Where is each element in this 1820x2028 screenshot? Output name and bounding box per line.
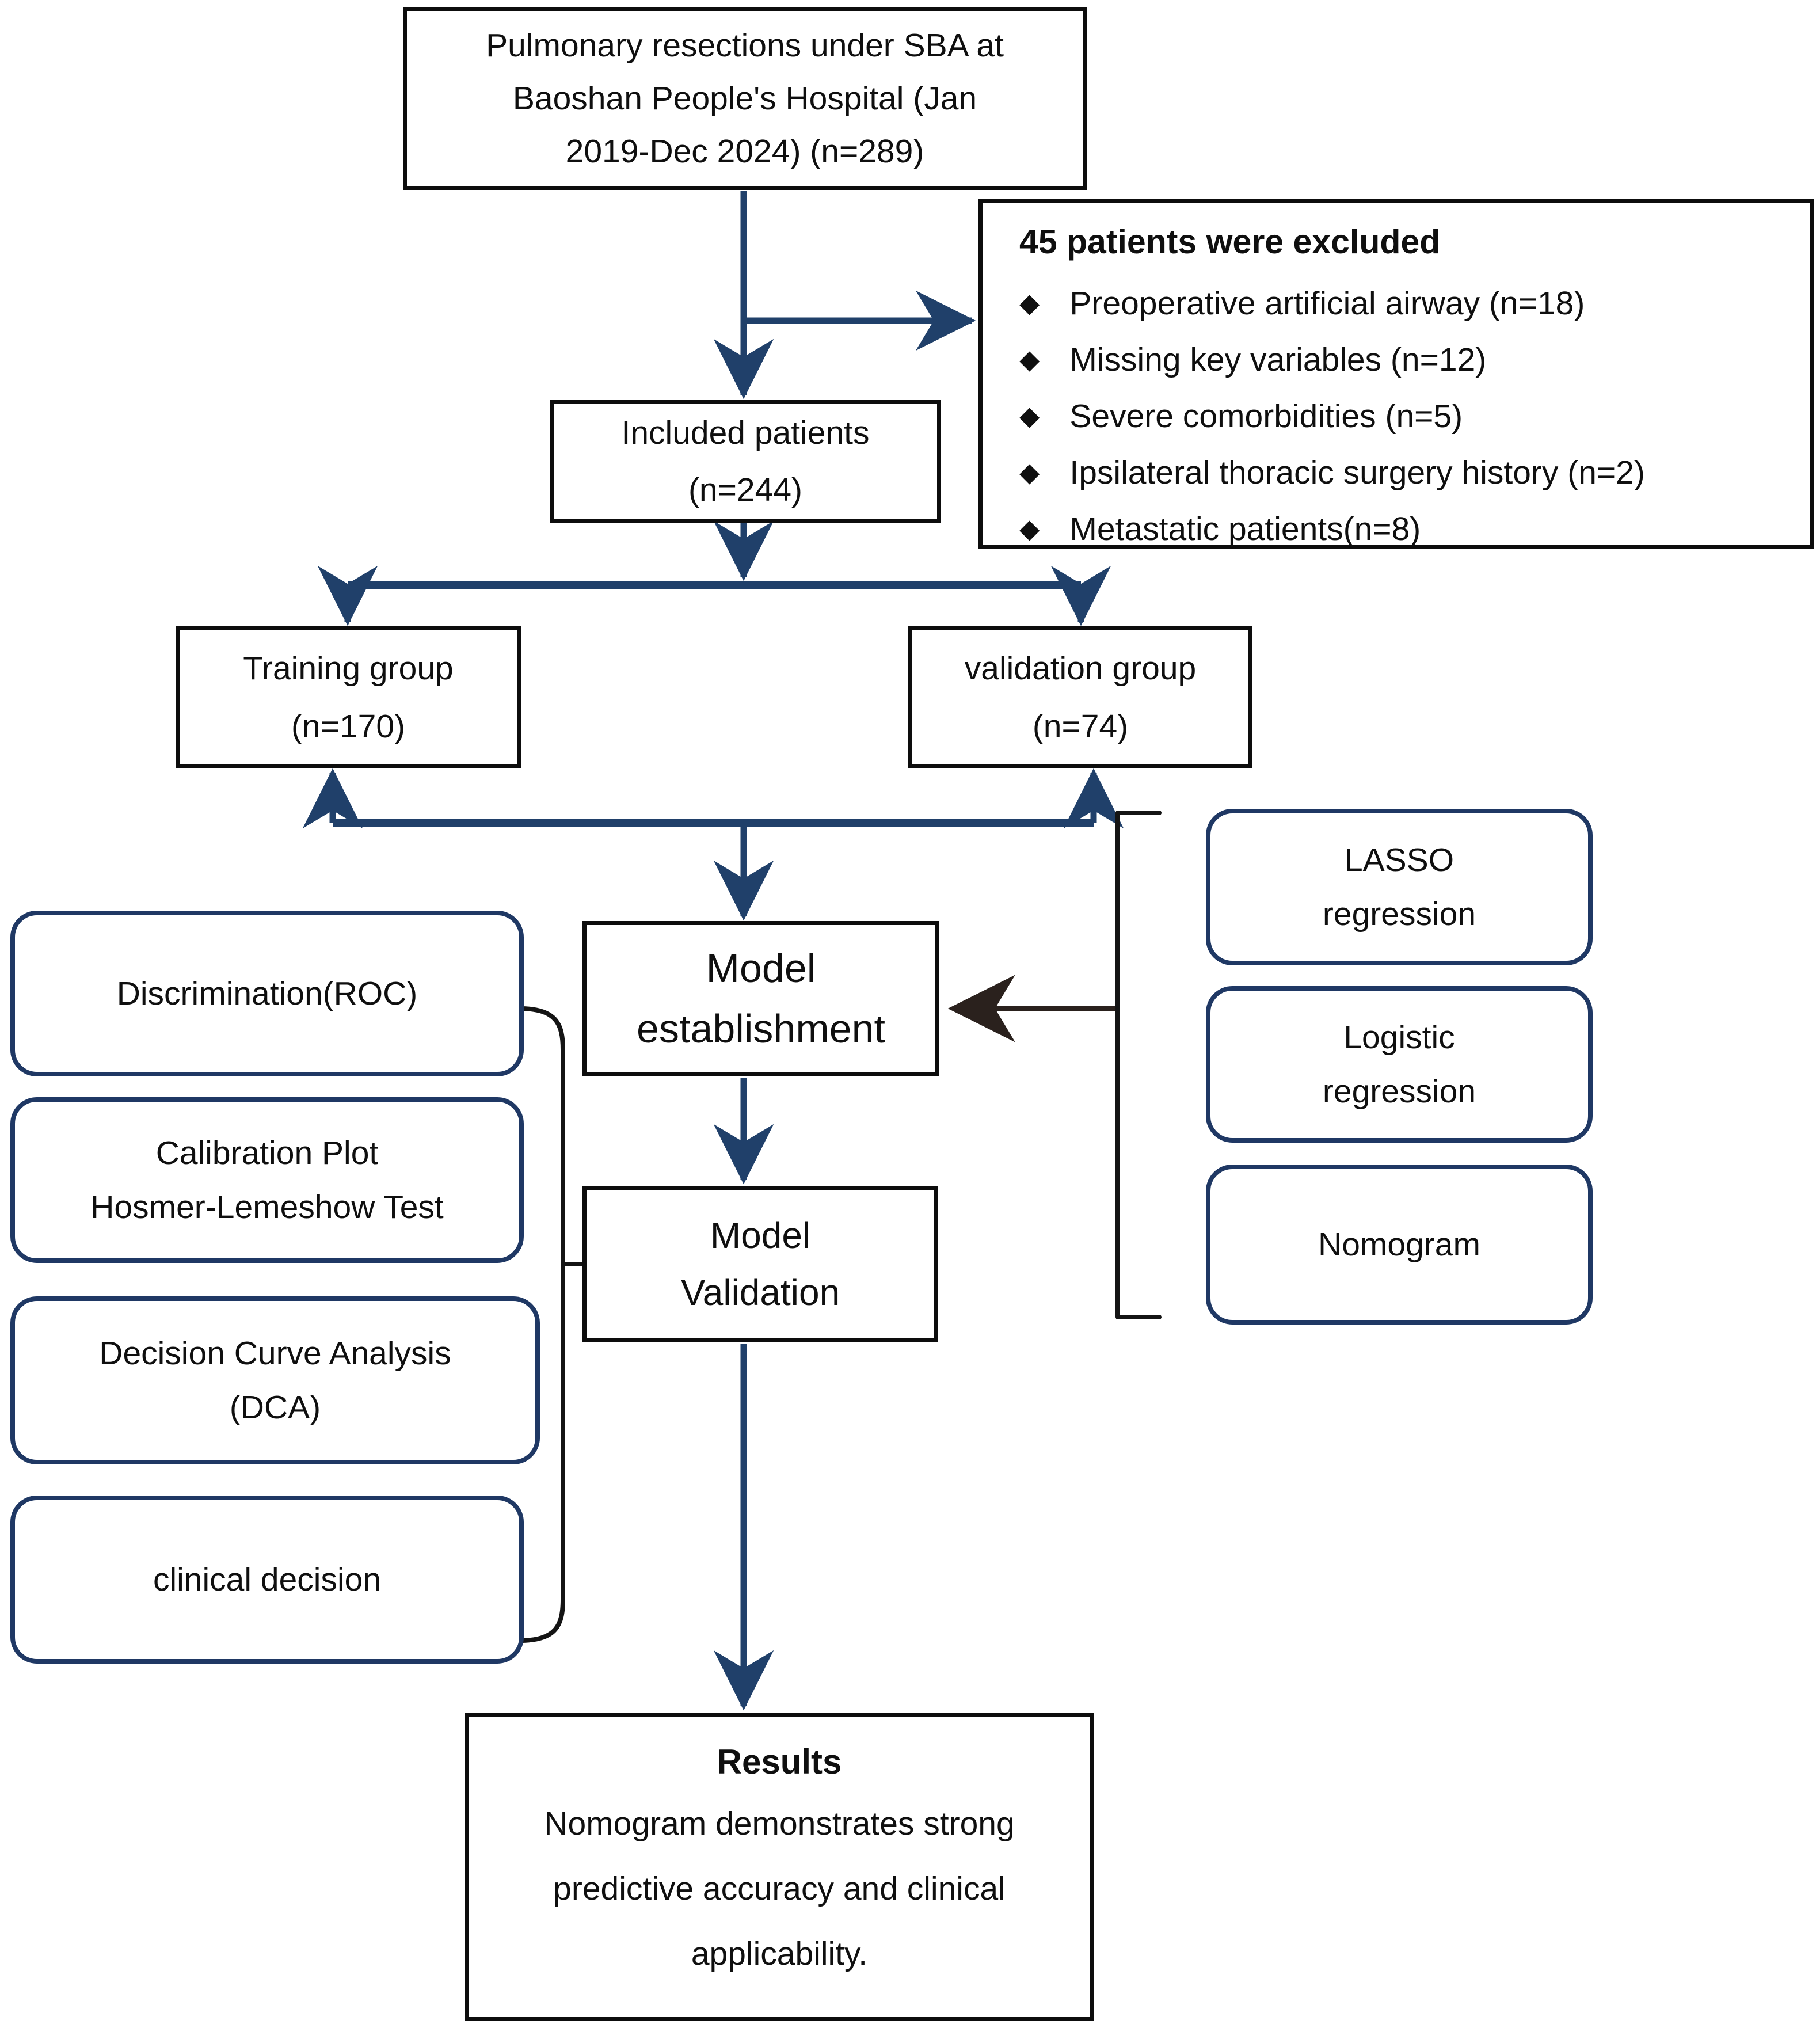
results-title: Results — [717, 1742, 842, 1781]
model-establishment-text: Model establishment — [637, 946, 885, 1051]
excluded-patients-box: 45 patients were excluded ◆ Preoperative… — [978, 199, 1814, 549]
diamond-bullet-icon: ◆ — [1019, 456, 1040, 487]
excluded-item: ◆ Missing key variables (n=12) — [1019, 332, 1645, 388]
excluded-item-text: Severe comorbidities (n=5) — [1069, 397, 1463, 435]
excluded-item-text: Metastatic patients(n=8) — [1069, 510, 1421, 547]
model-establishment-box: Model establishment — [582, 921, 939, 1076]
results-box: Results Nomogram demonstrates strong pre… — [465, 1713, 1094, 2021]
methods-bracket — [1115, 811, 1162, 1319]
logistic-regression-text: Logistic regression — [1322, 1018, 1476, 1110]
lasso-regression-box: LASSO regression — [1206, 809, 1593, 965]
excluded-item: ◆ Severe comorbidities (n=5) — [1019, 388, 1645, 444]
logistic-regression-box: Logistic regression — [1206, 986, 1593, 1143]
clinical-decision-box: clinical decision — [10, 1496, 524, 1664]
excluded-item: ◆ Ipsilateral thoracic surgery history (… — [1019, 444, 1645, 501]
results-text: Nomogram demonstrates strong predictive … — [544, 1805, 1015, 1972]
excluded-item-text: Preoperative artificial airway (n=18) — [1069, 284, 1585, 322]
source-population-text: Pulmonary resections under SBA at Baosha… — [486, 26, 1004, 170]
excluded-list: ◆ Preoperative artificial airway (n=18) … — [1019, 275, 1645, 557]
model-validation-box: Model Validation — [582, 1186, 938, 1342]
included-patients-box: Included patients (n=244) — [550, 400, 941, 523]
diamond-bullet-icon: ◆ — [1019, 513, 1040, 543]
diamond-bullet-icon: ◆ — [1019, 400, 1040, 431]
discrimination-roc-box: Discrimination(ROC) — [10, 911, 524, 1076]
source-population-box: Pulmonary resections under SBA at Baosha… — [403, 7, 1087, 190]
discrimination-roc-text: Discrimination(ROC) — [116, 975, 418, 1012]
lasso-regression-text: LASSO regression — [1322, 841, 1476, 933]
calibration-box: Calibration Plot Hosmer-Lemeshow Test — [10, 1097, 524, 1263]
decision-curve-analysis-text: Decision Curve Analysis (DCA) — [99, 1334, 451, 1426]
training-group-box: Training group (n=170) — [176, 626, 521, 768]
diamond-bullet-icon: ◆ — [1019, 344, 1040, 374]
decision-curve-analysis-box: Decision Curve Analysis (DCA) — [10, 1296, 540, 1464]
excluded-title: 45 patients were excluded — [1019, 223, 1441, 261]
excluded-item-text: Missing key variables (n=12) — [1069, 341, 1487, 378]
excluded-item: ◆ Preoperative artificial airway (n=18) — [1019, 275, 1645, 332]
excluded-item-text: Ipsilateral thoracic surgery history (n=… — [1069, 454, 1645, 491]
model-validation-text: Model Validation — [680, 1214, 840, 1313]
diamond-bullet-icon: ◆ — [1019, 287, 1040, 318]
evaluation-brace — [520, 1006, 565, 1643]
training-group-text: Training group (n=170) — [243, 650, 454, 745]
clinical-decision-text: clinical decision — [153, 1561, 382, 1598]
excluded-item: ◆ Metastatic patients(n=8) — [1019, 501, 1645, 557]
validation-group-text: validation group (n=74) — [964, 650, 1197, 745]
nomogram-text: Nomogram — [1318, 1226, 1480, 1263]
nomogram-box: Nomogram — [1206, 1165, 1593, 1325]
included-patients-text: Included patients (n=244) — [621, 414, 870, 508]
validation-group-box: validation group (n=74) — [908, 626, 1252, 768]
calibration-text: Calibration Plot Hosmer-Lemeshow Test — [90, 1134, 444, 1226]
